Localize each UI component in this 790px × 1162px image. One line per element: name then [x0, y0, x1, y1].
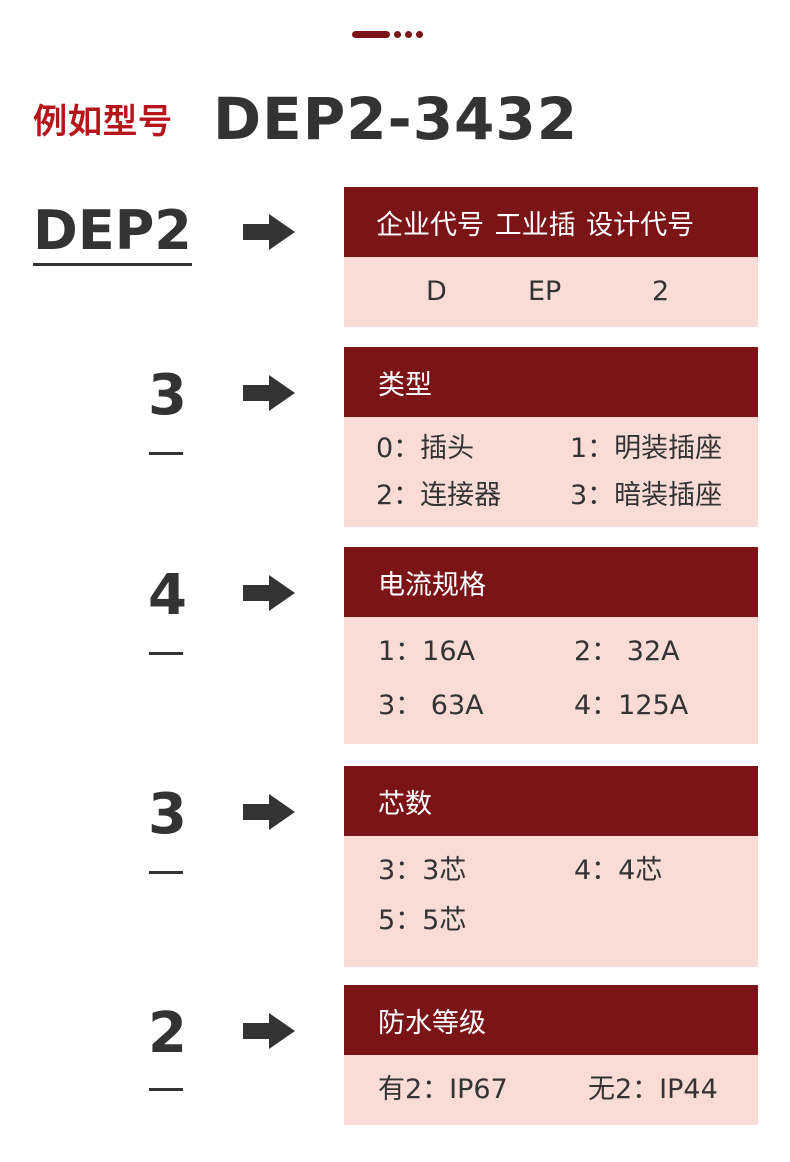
design-code-value: 2: [652, 276, 670, 307]
waterproof-option: 无2：IP44: [588, 1074, 718, 1105]
type-option: 1：明装插座: [570, 433, 723, 464]
type-option: 2：连接器: [376, 480, 502, 511]
cores-option: 4：4芯: [574, 855, 663, 886]
section-waterproof: 防水等级 有2：IP67 无2：IP44: [344, 985, 758, 1125]
cores-option: 3：3芯: [378, 855, 467, 886]
code-dash: [149, 652, 183, 655]
example-model-code: DEP2-3432: [213, 85, 579, 153]
section-body: 1：16A 2： 32A 3： 63A 4：125A: [344, 617, 758, 744]
section-header: 芯数: [344, 766, 758, 836]
decoration-dot: [405, 30, 412, 38]
code-digit-type: 3: [148, 363, 187, 428]
code-digit-cores: 3: [148, 782, 187, 847]
top-decoration: [352, 30, 423, 38]
decoration-dot: [416, 30, 423, 38]
enterprise-code-value: D: [426, 276, 447, 307]
cores-option: 5：5芯: [378, 905, 467, 936]
current-option: 1：16A: [378, 636, 476, 667]
section-header: 电流规格: [344, 547, 758, 617]
section-body: 有2：IP67 无2：IP44: [344, 1055, 758, 1125]
decoration-dot: [394, 30, 401, 38]
section-header: 企业代号 工业插 设计代号: [344, 187, 758, 257]
decoration-bar: [352, 30, 390, 38]
code-dash: [149, 1088, 183, 1091]
code-dash: [149, 871, 183, 874]
current-option: 2： 32A: [574, 636, 680, 667]
industrial-plug-value: EP: [528, 276, 562, 307]
current-option: 4：125A: [574, 690, 689, 721]
arrow-right-icon: [243, 1013, 295, 1049]
section-header: 防水等级: [344, 985, 758, 1055]
code-dash: [149, 452, 183, 455]
arrow-right-icon: [243, 794, 295, 830]
current-option: 3： 63A: [378, 690, 484, 721]
arrow-right-icon: [243, 214, 295, 250]
waterproof-option: 有2：IP67: [378, 1074, 508, 1105]
type-option: 0：插头: [376, 433, 475, 464]
type-option: 3：暗装插座: [570, 480, 723, 511]
section-body: 0：插头 1：明装插座 2：连接器 3：暗装插座: [344, 417, 758, 527]
example-label: 例如型号: [33, 102, 173, 142]
section-type: 类型 0：插头 1：明装插座 2：连接器 3：暗装插座: [344, 347, 758, 527]
code-digit-current: 4: [148, 563, 187, 628]
code-digit-waterproof: 2: [148, 1001, 187, 1066]
code-prefix: DEP2: [33, 200, 192, 266]
section-body: 3：3芯 4：4芯 5：5芯: [344, 836, 758, 967]
section-current: 电流规格 1：16A 2： 32A 3： 63A 4：125A: [344, 547, 758, 744]
arrow-right-icon: [243, 575, 295, 611]
arrow-right-icon: [243, 375, 295, 411]
section-header: 类型: [344, 347, 758, 417]
section-body: D EP 2: [344, 257, 758, 327]
section-prefix: 企业代号 工业插 设计代号 D EP 2: [344, 187, 758, 327]
section-cores: 芯数 3：3芯 4：4芯 5：5芯: [344, 766, 758, 967]
